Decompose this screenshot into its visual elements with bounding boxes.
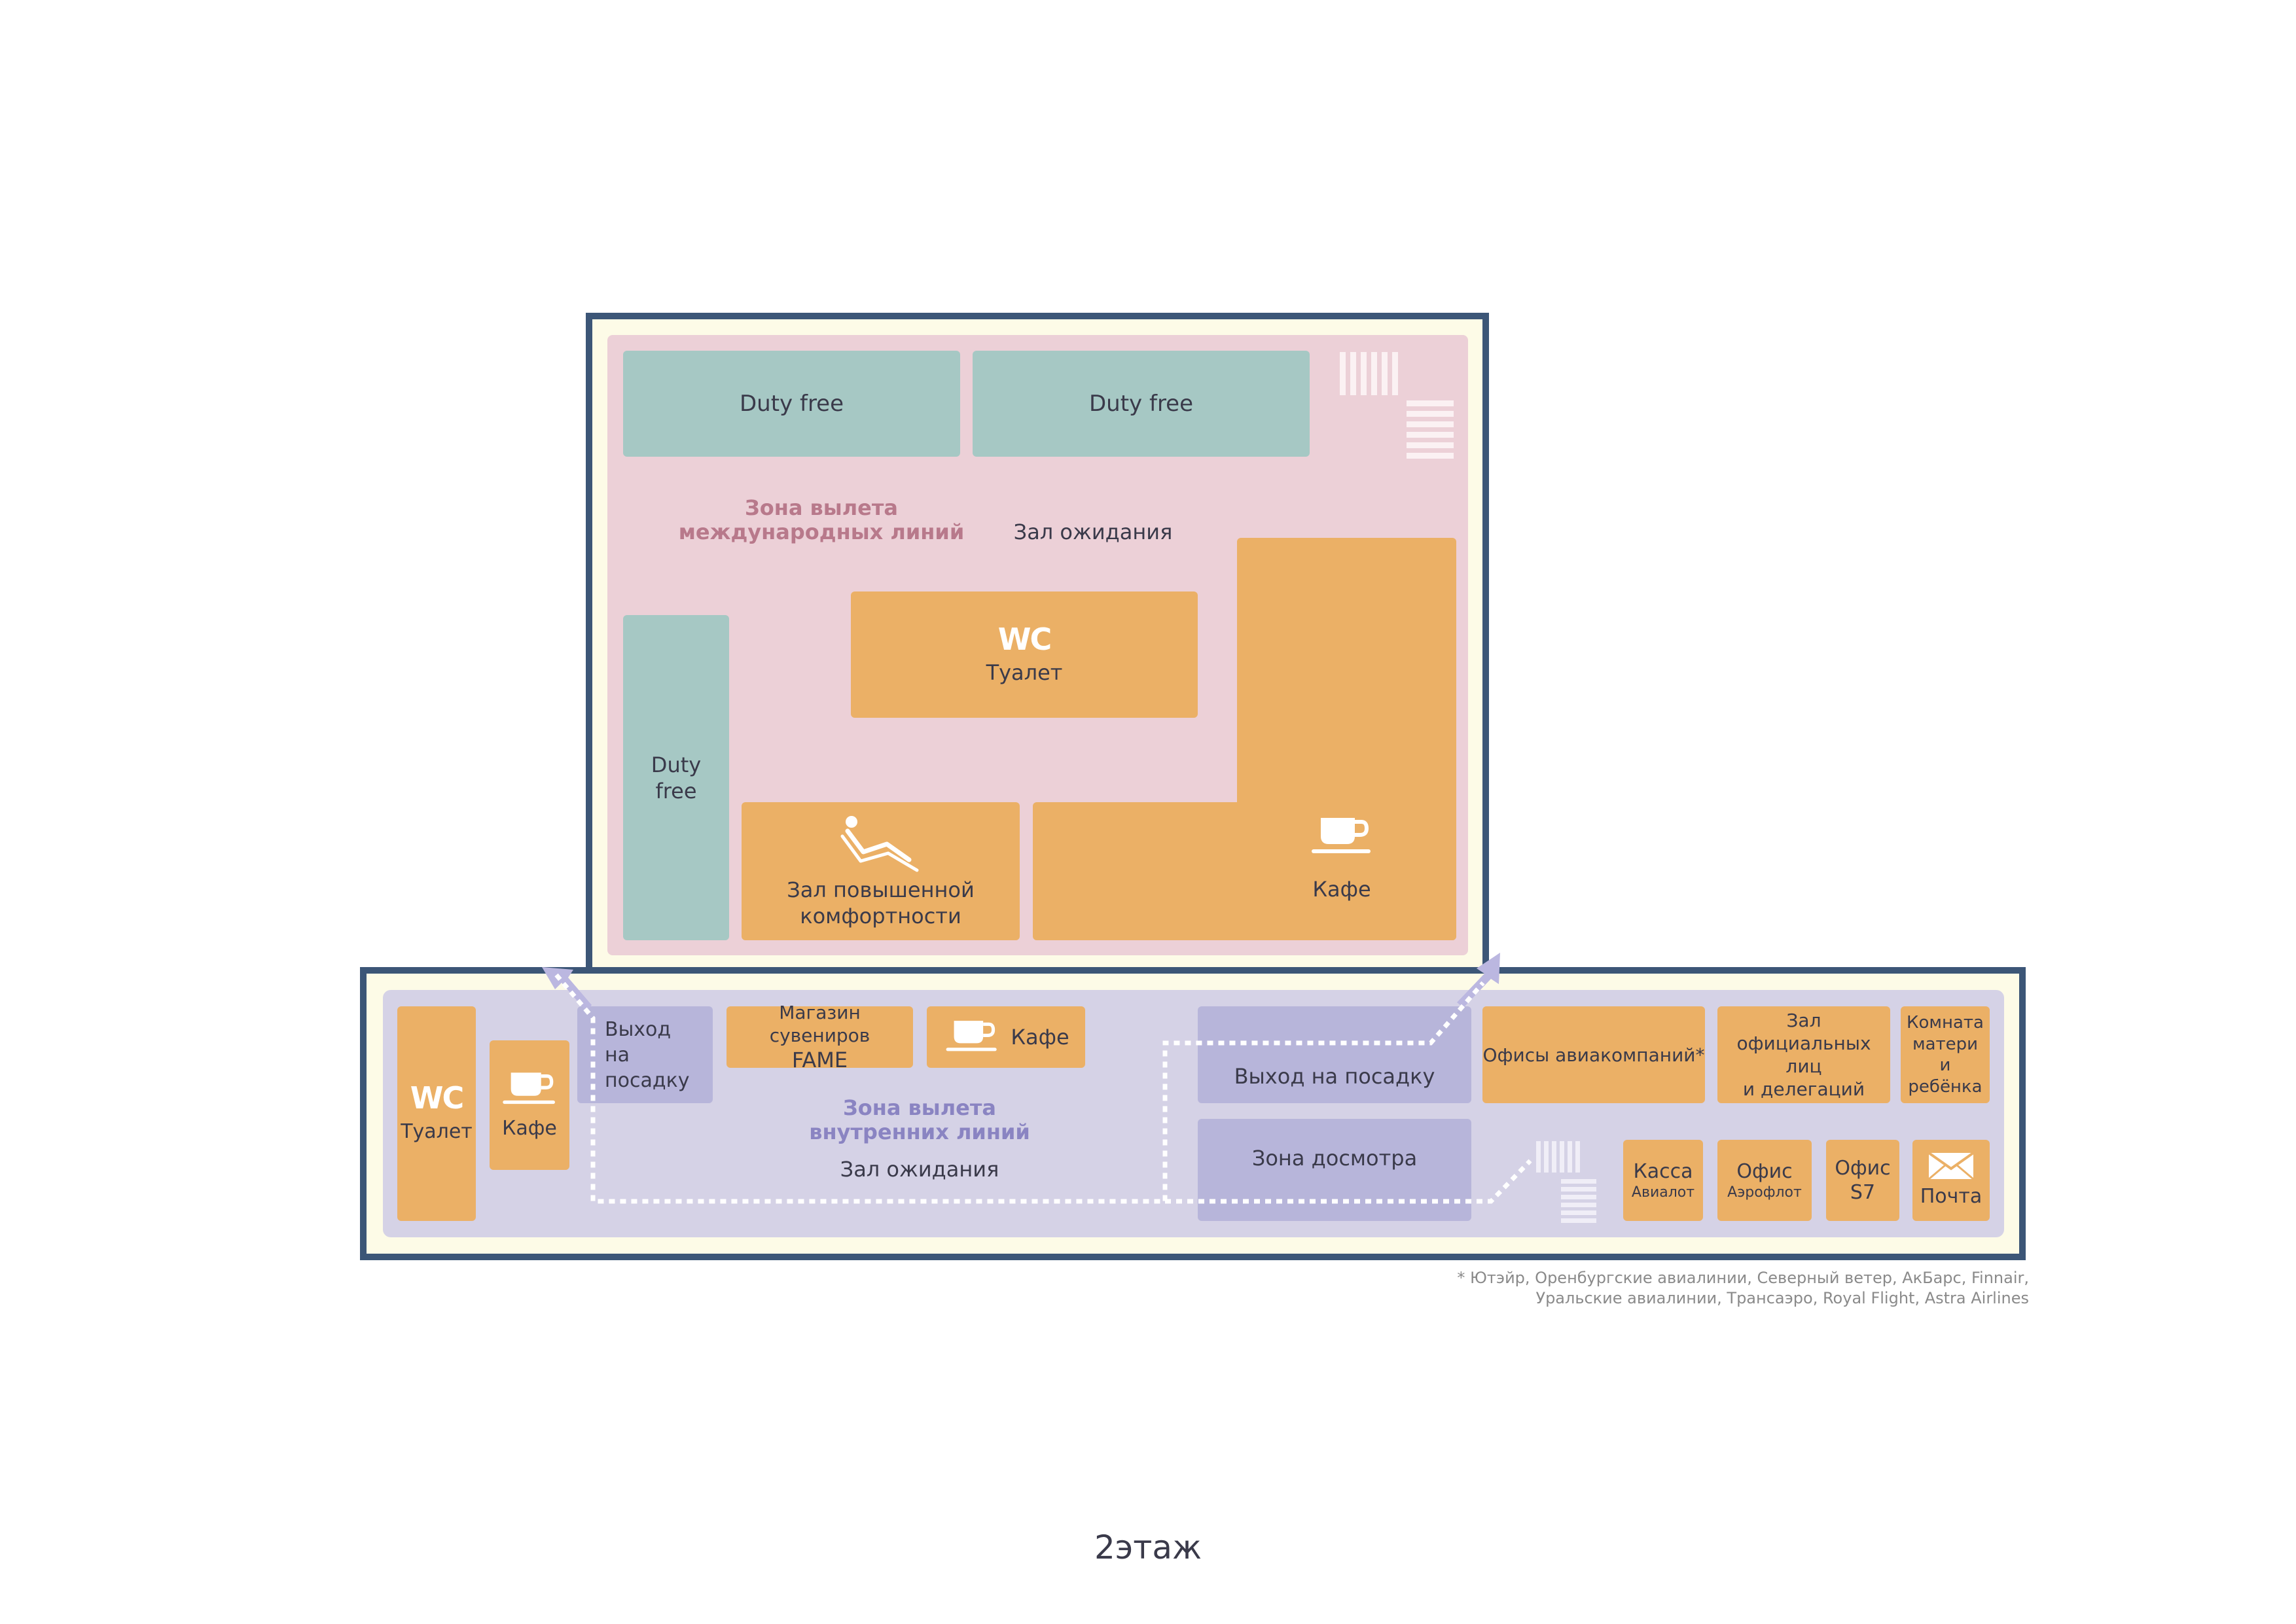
coffee-cup-icon [500,1069,559,1110]
international-zone-title: Зона вылета международных линий [677,496,965,544]
mother-room-label: и ребёнка [1908,1055,1982,1097]
cafe-label: Кафе [1312,877,1371,902]
cafe-label: Кафе [1011,1025,1069,1050]
domestic-zone-title: Зона вылета внутренних линий [789,1096,1050,1144]
duty-free-label: Duty [651,752,702,777]
cafe-domestic-left[interactable]: Кафе [490,1040,569,1170]
reclining-seat-icon [838,814,924,873]
office-label: Офис [1736,1159,1793,1183]
office-sublabel: Аэрофлот [1727,1184,1802,1201]
cafe-domestic-mid[interactable]: Кафе [927,1006,1085,1068]
stairs-icon [1535,1140,1597,1225]
post-label: Почта [1920,1185,1982,1209]
toilet-label: Туалет [986,660,1063,685]
comfort-lounge[interactable]: Зал повышенной комфортности [742,802,1020,940]
coffee-cup-icon [1309,814,1374,860]
zone-title-line: Зона вылета [744,495,899,520]
footnote-line: Уральские авиалинии, Трансаэро, Royal Fl… [1535,1289,2029,1308]
toilet-room[interactable]: WC Туалет [851,591,1198,718]
gate-label: Выход [605,1017,672,1041]
mother-room-label: матери [1912,1034,1979,1054]
airlines-footnote: * Ютэйр, Оренбургские авиалинии, Северны… [1322,1268,2029,1309]
shop-label: Магазин сувениров [769,1002,870,1046]
cashier-sublabel: Авиалот [1631,1184,1695,1201]
duty-free-shop-2[interactable]: Duty free [973,351,1310,457]
gate-label: на посадку [605,1043,690,1092]
security-zone[interactable]: Зона досмотра [1198,1119,1471,1221]
offices-label: Офисы авиакомпаний* [1482,1044,1705,1066]
gate-label: Выход на посадку [1234,1064,1435,1089]
office-label: Офис [1835,1156,1891,1180]
shop-name: FAME [791,1048,848,1072]
waiting-hall-label: Зал ожидания [840,1157,999,1182]
zone-title-line: международных линий [678,519,965,544]
wc-icon: WC [997,621,1052,657]
toilet-label: Туалет [401,1120,473,1144]
duty-free-shop-3[interactable]: Duty free [623,615,729,940]
post-office[interactable]: Почта [1912,1140,1990,1221]
duty-free-label: Duty free [739,390,844,417]
cashier-label: Касса [1633,1159,1693,1183]
office-aeroflot[interactable]: Офис Аэрофлот [1717,1140,1812,1221]
gate-right[interactable]: Выход на посадку [1198,1006,1471,1103]
officials-label: и делегаций [1742,1078,1865,1100]
lounge-label: Зал повышенной [787,877,975,902]
toilet-room-domestic[interactable]: WC Туалет [397,1006,476,1221]
wc-icon: WC [410,1080,464,1116]
souvenir-shop-fame[interactable]: Магазин сувениров FAME [726,1002,913,1072]
officials-label: официальных лиц [1736,1033,1871,1077]
office-sublabel: S7 [1850,1181,1876,1204]
cafe-label: Кафе [502,1117,557,1140]
zone-title-line: внутренних линий [809,1119,1030,1144]
coffee-cup-icon [942,1017,1001,1057]
zone-title-line: Зона вылета [842,1095,997,1120]
office-s7[interactable]: Офис S7 [1826,1140,1899,1221]
floor-label: 2этаж [1094,1528,1202,1566]
lounge-label: комфортности [800,903,961,928]
duty-free-label: Duty free [1088,390,1194,417]
cafe-area-lower[interactable] [1033,802,1456,940]
waiting-hall-label: Зал ожидания [1013,520,1173,544]
stairs-icon [1338,349,1456,467]
duty-free-label: free [655,778,697,803]
envelope-icon [1928,1152,1975,1180]
cashier-avialot[interactable]: Касса Авиалот [1623,1140,1703,1221]
officials-hall[interactable]: Зал официальных лиц и делегаций [1717,1006,1890,1103]
mother-child-room[interactable]: Комната матери и ребёнка [1901,1006,1990,1103]
security-label: Зона досмотра [1251,1146,1418,1171]
mother-room-label: Комната [1907,1013,1984,1033]
footnote-line: * Ютэйр, Оренбургские авиалинии, Северны… [1457,1269,2029,1287]
airline-offices[interactable]: Офисы авиакомпаний* [1482,1006,1705,1103]
gate-left[interactable]: Выход на посадку [577,1006,713,1103]
officials-label: Зал [1786,1010,1821,1031]
duty-free-shop-1[interactable]: Duty free [623,351,960,457]
